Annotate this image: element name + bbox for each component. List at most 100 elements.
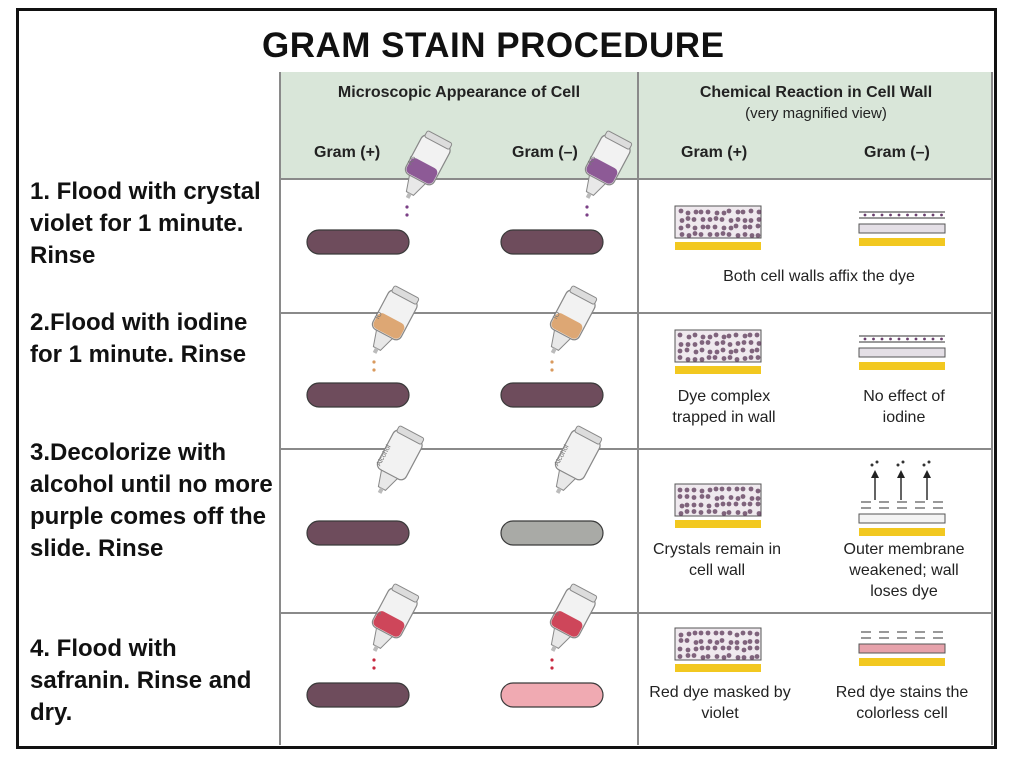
dye-crystal <box>757 511 762 516</box>
dye-crystal <box>700 494 705 499</box>
dye-crystal <box>694 640 699 645</box>
dye-crystal <box>748 509 753 514</box>
dye-crystal <box>706 631 711 636</box>
dye-crystal <box>871 464 874 467</box>
dye-crystal <box>736 233 741 238</box>
reagent-drop <box>372 368 375 371</box>
dye-crystal <box>727 646 732 651</box>
dye-crystal <box>889 338 892 341</box>
cell-membrane <box>859 528 945 536</box>
dye-crystal <box>743 218 748 223</box>
dye-crystal <box>940 214 943 217</box>
dye-crystal <box>699 503 704 508</box>
dye-crystal <box>727 232 732 237</box>
dye-crystal <box>755 348 760 353</box>
gram-negative-wall <box>859 644 945 653</box>
dye-crystal <box>692 217 697 222</box>
dye-crystal <box>707 504 712 509</box>
dye-crystal <box>692 509 697 514</box>
dye-crystal <box>692 488 697 493</box>
cell-membrane <box>675 366 761 374</box>
reagent-drop <box>372 666 375 669</box>
dye-crystal <box>742 648 747 653</box>
reagent-drop <box>550 658 553 661</box>
dye-crystal <box>932 214 935 217</box>
dye-crystal <box>715 654 720 659</box>
reagent-drop <box>550 368 553 371</box>
dye-crystal <box>701 217 706 222</box>
dye-crystal <box>699 639 704 644</box>
dye-crystal <box>727 510 732 515</box>
dye-crystal <box>721 340 726 345</box>
dye-crystal <box>722 655 727 660</box>
reagent-bottle-icon: IO <box>360 284 422 360</box>
reagent-bottle-icon: AS <box>393 129 455 205</box>
dye-crystal <box>692 503 697 508</box>
dye-crystal <box>722 511 727 516</box>
dye-crystal <box>722 211 727 216</box>
dye-crystal <box>932 338 935 341</box>
dye-crystal <box>742 502 747 507</box>
dye-crystal <box>915 338 918 341</box>
dye-crystal <box>693 342 698 347</box>
dye-crystal <box>686 648 691 653</box>
dye-crystal <box>756 496 761 501</box>
dye-crystal <box>706 494 711 499</box>
dye-crystal <box>923 214 926 217</box>
dye-crystal <box>694 350 699 355</box>
dye-crystal <box>680 504 685 509</box>
dye-crystal <box>755 639 760 644</box>
bacterial-cell <box>307 230 409 254</box>
reagent-drop <box>550 666 553 669</box>
dye-crystal <box>741 494 746 499</box>
dye-crystal <box>729 350 734 355</box>
reagent-bottle-icon: IO <box>538 284 600 360</box>
dye-crystal <box>906 214 909 217</box>
dye-crystal <box>694 647 699 652</box>
dye-crystal <box>708 639 713 644</box>
dye-crystal <box>708 335 713 340</box>
dye-crystal <box>720 495 725 500</box>
dye-crystal <box>715 640 720 645</box>
dye-crystal <box>749 355 754 360</box>
dye-crystal <box>699 510 704 515</box>
dye-crystal <box>687 632 692 637</box>
dye-crystal <box>872 214 875 217</box>
dye-crystal <box>706 225 711 230</box>
dye-crystal <box>743 640 748 645</box>
dye-crystal <box>923 338 926 341</box>
dye-crystal <box>720 217 725 222</box>
page-title: GRAM STAIN PROCEDURE <box>262 26 762 66</box>
dye-crystal <box>687 335 692 340</box>
dye-crystal <box>755 646 760 651</box>
dye-crystal <box>715 341 720 346</box>
dye-crystal <box>741 210 746 215</box>
dye-crystal <box>898 338 901 341</box>
dye-crystal <box>693 226 698 231</box>
dye-crystal <box>706 646 711 651</box>
dye-crystal <box>742 655 747 660</box>
dye-crystal <box>679 638 684 643</box>
dye-crystal <box>714 216 719 221</box>
dye-crystal <box>727 334 732 339</box>
dye-crystal <box>742 340 747 345</box>
dye-crystal <box>748 225 753 230</box>
dye-crystal <box>722 226 727 231</box>
dye-crystal <box>715 350 720 355</box>
dye-crystal <box>700 357 705 362</box>
dye-crystal <box>685 348 690 353</box>
step-1-text: 1. Flood with crystal violet for 1 minut… <box>30 176 275 272</box>
dye-crystal <box>741 631 746 636</box>
dye-crystal <box>734 502 739 507</box>
dye-crystal <box>749 218 754 223</box>
dye-crystal <box>721 348 726 353</box>
dye-crystal <box>889 214 892 217</box>
reagent-bottle-icon: AS <box>573 129 635 205</box>
reagent-drop <box>585 205 588 208</box>
dye-crystal <box>735 646 740 651</box>
dye-crystal <box>693 333 698 338</box>
dye-crystal <box>678 488 683 493</box>
dye-crystal <box>750 349 755 354</box>
dye-crystal <box>743 356 748 361</box>
dye-crystal <box>678 647 683 652</box>
